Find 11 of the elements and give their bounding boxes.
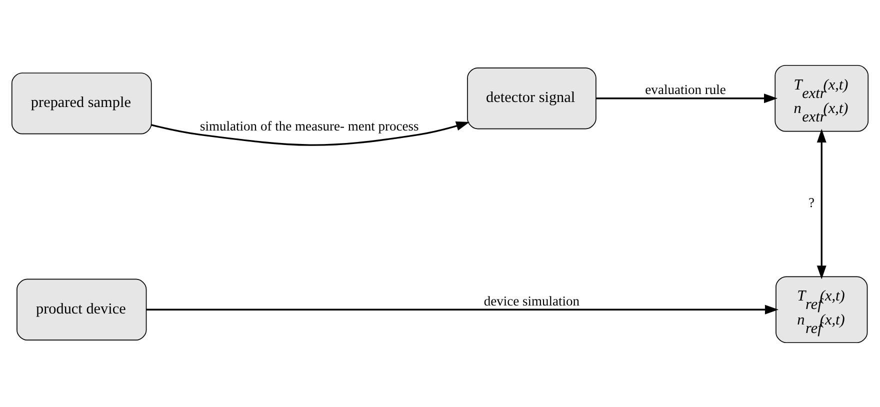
- node-box: detector signal: [467, 67, 596, 129]
- edge-label: simulation of the measure- ment process: [200, 118, 419, 133]
- arrow: [146, 304, 779, 314]
- node-box: product device: [16, 278, 147, 340]
- arrow: [596, 93, 778, 103]
- node-box: prepared sample: [11, 72, 152, 134]
- arrow: [816, 128, 826, 279]
- edge-label: ?: [808, 194, 814, 210]
- arrow: [151, 120, 470, 146]
- edge-label: device simulation: [484, 292, 580, 308]
- edge-label: evaluation rule: [645, 81, 726, 96]
